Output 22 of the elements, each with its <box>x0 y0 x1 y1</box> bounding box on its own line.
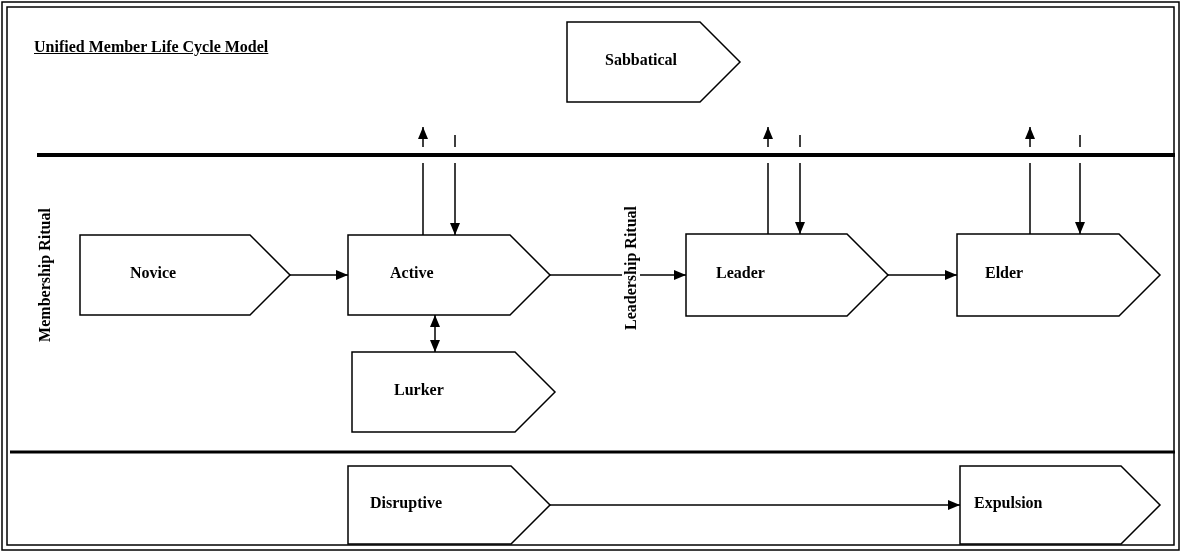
node-label: Expulsion <box>974 494 1043 512</box>
arrow <box>887 270 958 280</box>
node-label: Sabbatical <box>605 51 677 69</box>
arrow <box>795 134 805 235</box>
node-label: Leader <box>716 264 765 282</box>
arrow <box>430 314 440 353</box>
arrow <box>549 270 687 280</box>
arrow <box>418 126 428 236</box>
arrow <box>450 134 460 236</box>
node-label: Disruptive <box>370 494 442 512</box>
vertical-label: Membership Ritual <box>36 206 54 344</box>
node-label: Elder <box>985 264 1024 282</box>
arrow <box>549 500 961 510</box>
diagram-title: Unified Member Life Cycle Model <box>34 38 269 56</box>
arrow <box>1025 126 1035 235</box>
node-label: Novice <box>130 264 177 282</box>
vertical-label: Leadership Ritual <box>622 204 640 332</box>
arrow <box>763 126 773 235</box>
arrow <box>289 270 349 280</box>
node-label: Lurker <box>394 381 444 399</box>
node-label: Active <box>390 264 434 282</box>
arrow <box>1075 134 1085 235</box>
